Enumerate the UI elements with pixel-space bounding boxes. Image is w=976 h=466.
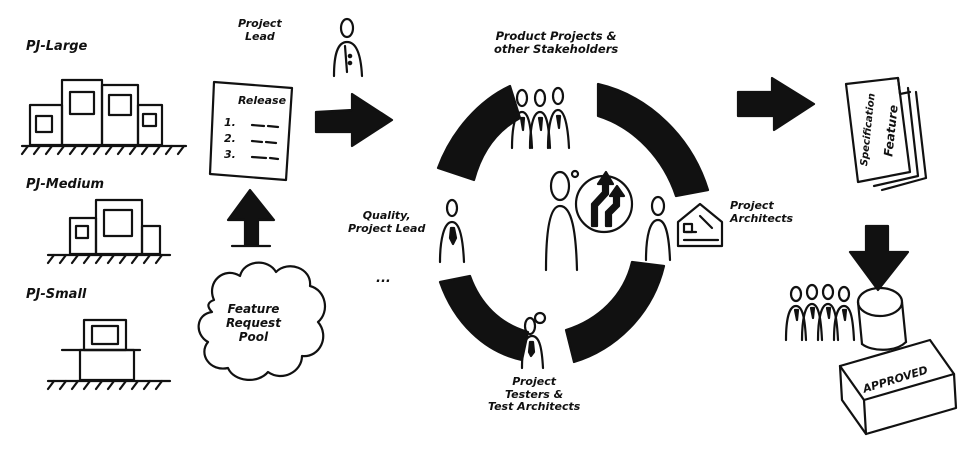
- stakeholders-label: Product Projects & other Stakeholders: [494, 29, 619, 57]
- road-sign-icon: [574, 170, 634, 234]
- cycle-arc-top-left: [436, 84, 522, 182]
- arrow-up-icon: [226, 188, 276, 248]
- cycle-arrows: [436, 82, 710, 364]
- release-item-1: 1.: [224, 116, 236, 129]
- tester-person-icon: [520, 311, 547, 370]
- feature-pool-cloud-icon: [197, 261, 327, 381]
- pj-medium-label: PJ-Medium: [26, 177, 105, 192]
- pj-large-label: PJ-Large: [26, 39, 88, 54]
- pj-small-label: PJ-Small: [26, 287, 87, 302]
- quality-lead-person-icon: [438, 198, 466, 264]
- arrow-down-icon: [848, 224, 910, 292]
- building-large-icon: [20, 78, 188, 156]
- cycle-arc-top-right: [596, 82, 710, 198]
- ellipsis-label: ...: [376, 271, 391, 286]
- arrow-right-icon: [314, 92, 394, 148]
- building-small-icon: [46, 318, 172, 391]
- specification-document-icon: [844, 76, 928, 192]
- approvers-people-icon: [784, 283, 856, 342]
- project-lead-person-icon: [332, 17, 364, 78]
- blueprint-icon: [676, 202, 724, 248]
- architect-person-icon: [644, 195, 672, 262]
- project-lead-top-label: Project Lead: [238, 17, 282, 43]
- stakeholders-people-icon: [510, 86, 571, 150]
- cycle-arc-bottom-left: [438, 274, 530, 362]
- cycle-arc-bottom-right: [564, 260, 666, 364]
- feature-pool-label: Feature Request Pool: [226, 302, 281, 344]
- release-item-2: 2.: [224, 132, 236, 145]
- testers-label: Project Testers & Test Architects: [488, 375, 581, 414]
- approval-stamp-icon: [838, 286, 958, 436]
- center-person-icon: [544, 169, 580, 272]
- building-medium-icon: [46, 198, 172, 265]
- architects-label: Project Architects: [730, 199, 794, 225]
- quality-label: Quality, Project Lead: [348, 209, 426, 235]
- release-item-3: 3.: [224, 148, 236, 161]
- release-document-icon: [208, 80, 294, 182]
- release-title: Release: [238, 94, 287, 107]
- arrow-right-to-spec-icon: [736, 76, 816, 132]
